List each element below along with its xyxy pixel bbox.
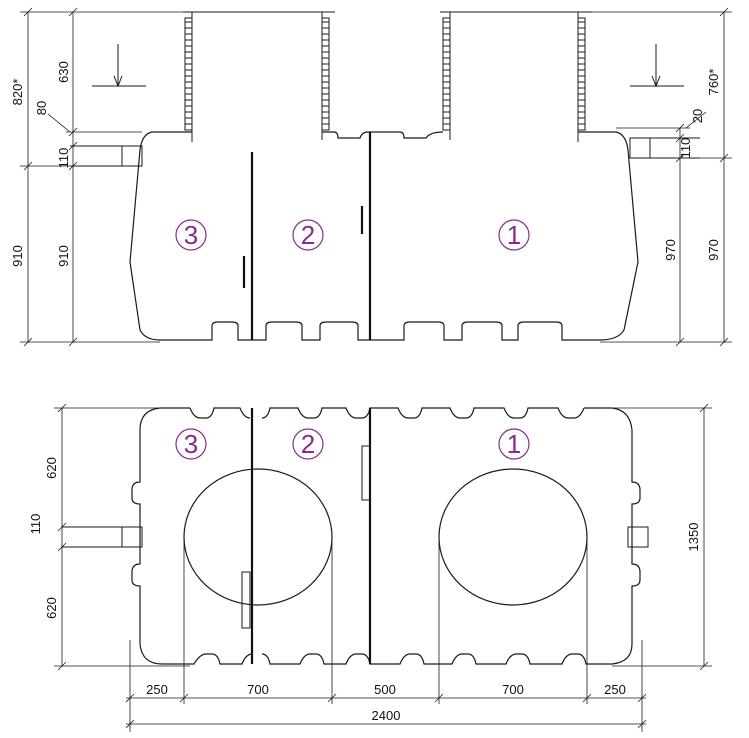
dim-110-left: 110	[56, 148, 71, 169]
dim-110-plan: 110	[28, 514, 43, 535]
elevation-chamber-2: 2	[292, 219, 324, 251]
elevation-chamber-3-label: 3	[184, 220, 198, 250]
dim-700-right: 700	[502, 682, 524, 697]
dim-20: 20	[690, 109, 705, 123]
inlet-pipe	[121, 145, 143, 167]
dim-110-right: 110	[678, 138, 693, 159]
dim-620-bottom: 620	[44, 597, 59, 619]
access-opening-right	[438, 468, 588, 606]
elevation-chamber-1-label: 1	[507, 220, 521, 250]
dim-80: 80	[34, 101, 49, 115]
elevation-chamber-2-label: 2	[301, 220, 315, 250]
access-opening-left	[183, 468, 333, 606]
dim-970-inner: 970	[663, 239, 678, 261]
left-riser	[183, 11, 335, 142]
dim-970-outer: 970	[706, 239, 721, 261]
elevation-right-dimensions: 760* 20 110 970 970	[592, 7, 732, 347]
dim-820: 820*	[10, 79, 25, 106]
plan-chamber-1: 1	[498, 428, 530, 460]
dim-760: 760*	[706, 69, 721, 96]
plan-bottom-dimensions: 250 700 500 700 250 2400	[125, 537, 647, 732]
elevation-left-dimensions: 820* 630 80 110 910 910	[10, 7, 185, 347]
outlet-pipe	[629, 137, 651, 159]
plan-outlet-pipe	[627, 526, 649, 548]
plan-chamber-3-label: 3	[184, 429, 198, 459]
plan-chamber-2-label: 2	[301, 429, 315, 459]
dim-630: 630	[56, 61, 71, 83]
plan-inlet-pipe	[121, 526, 143, 548]
dim-2400: 2400	[372, 708, 401, 723]
dim-700-left: 700	[247, 682, 269, 697]
dim-910-outer: 910	[10, 245, 25, 267]
plan-left-dimensions: 620 110 620	[28, 403, 190, 671]
load-arrow-right	[630, 44, 684, 88]
dim-250-left: 250	[146, 682, 168, 697]
dim-910-inner: 910	[56, 245, 71, 267]
load-arrow-left	[92, 44, 146, 88]
elevation-chamber-1: 1	[498, 219, 530, 251]
elevation-tank-outline	[129, 131, 639, 341]
elevation-chamber-3: 3	[175, 219, 207, 251]
plan-chamber-3: 3	[175, 428, 207, 460]
dim-1350: 1350	[686, 523, 701, 552]
dim-250-right: 250	[604, 682, 626, 697]
plan-view: 3 2 1 620 110 620	[28, 403, 712, 732]
dim-620-top: 620	[44, 457, 59, 479]
dim-500: 500	[374, 682, 396, 697]
elevation-view: 3 2 1 820* 630	[10, 7, 732, 347]
plan-tank-outline	[131, 407, 641, 665]
plan-right-dimensions: 1350	[584, 403, 712, 671]
plan-chamber-2: 2	[292, 428, 324, 460]
right-riser	[440, 11, 592, 142]
plan-chamber-1-label: 1	[507, 429, 521, 459]
